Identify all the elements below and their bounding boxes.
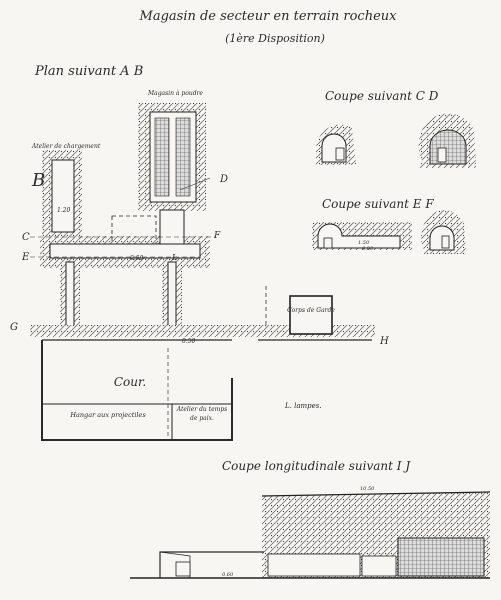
ij-dim-top: 10.50 — [360, 486, 375, 492]
letter-b: B — [31, 170, 45, 191]
section-cd-left — [315, 124, 356, 165]
magasin-stack-right — [175, 117, 191, 197]
right-shaft — [167, 261, 177, 333]
lampes-label: L. lampes. — [284, 402, 322, 410]
ij-dim-bottom: 0.60 — [222, 572, 234, 578]
atelier-room — [51, 159, 75, 233]
section-cd-right — [418, 113, 476, 168]
letter-d: D — [219, 174, 228, 185]
ef-dim-1: 1.50 — [358, 240, 370, 246]
dim-0-50: 0.50 — [130, 255, 144, 262]
section-cd-heading: Coupe suivant C D — [325, 89, 439, 103]
dim-0-50-b: 0.50 — [182, 338, 196, 345]
letter-l: L — [171, 253, 177, 262]
drawing-title: Magasin de secteur en terrain rocheux — [139, 9, 398, 24]
atelier-paix-label: Atelier du temps de paix. — [176, 406, 228, 422]
ef-dim-2: 0.80 — [362, 246, 374, 252]
cour-label: Cour. — [114, 375, 146, 389]
ground-rock-strip — [30, 325, 375, 337]
section-ef-left: 1.50 0.80 — [312, 222, 412, 252]
section-ef-right — [421, 210, 466, 254]
drawing-subtitle: (1ère Disposition) — [225, 32, 325, 45]
letter-e: E — [21, 252, 30, 263]
letter-g: G — [10, 322, 18, 333]
magasin-label: Magasin à poudre — [147, 90, 203, 97]
leader-d — [179, 177, 211, 191]
corps-label: Corps de Garde — [287, 307, 335, 314]
atelier-label: Atelier de chargement — [31, 143, 101, 150]
left-shaft — [65, 261, 75, 333]
letter-c: C — [22, 232, 30, 243]
atelier-paix-container: Atelier du temps de paix. — [176, 406, 228, 422]
section-ij: 10.50 0.60 — [130, 486, 491, 579]
letter-h: H — [379, 336, 389, 347]
main-gallery — [49, 243, 201, 259]
cour-wall — [41, 340, 233, 441]
letter-f: F — [213, 231, 221, 241]
dim-1-20: 1.20 — [57, 207, 71, 214]
magasin-passage — [159, 209, 185, 245]
magasin-stack-left — [154, 117, 170, 197]
section-ij-heading: Coupe longitudinale suivant I J — [222, 459, 411, 473]
dashed-reserve — [111, 215, 157, 245]
plan-heading: Plan suivant A B — [34, 64, 143, 79]
corps-de-garde — [289, 295, 333, 335]
section-ef-heading: Coupe suivant E F — [322, 197, 434, 211]
hangar-label: Hangar aux projectiles — [69, 411, 146, 419]
